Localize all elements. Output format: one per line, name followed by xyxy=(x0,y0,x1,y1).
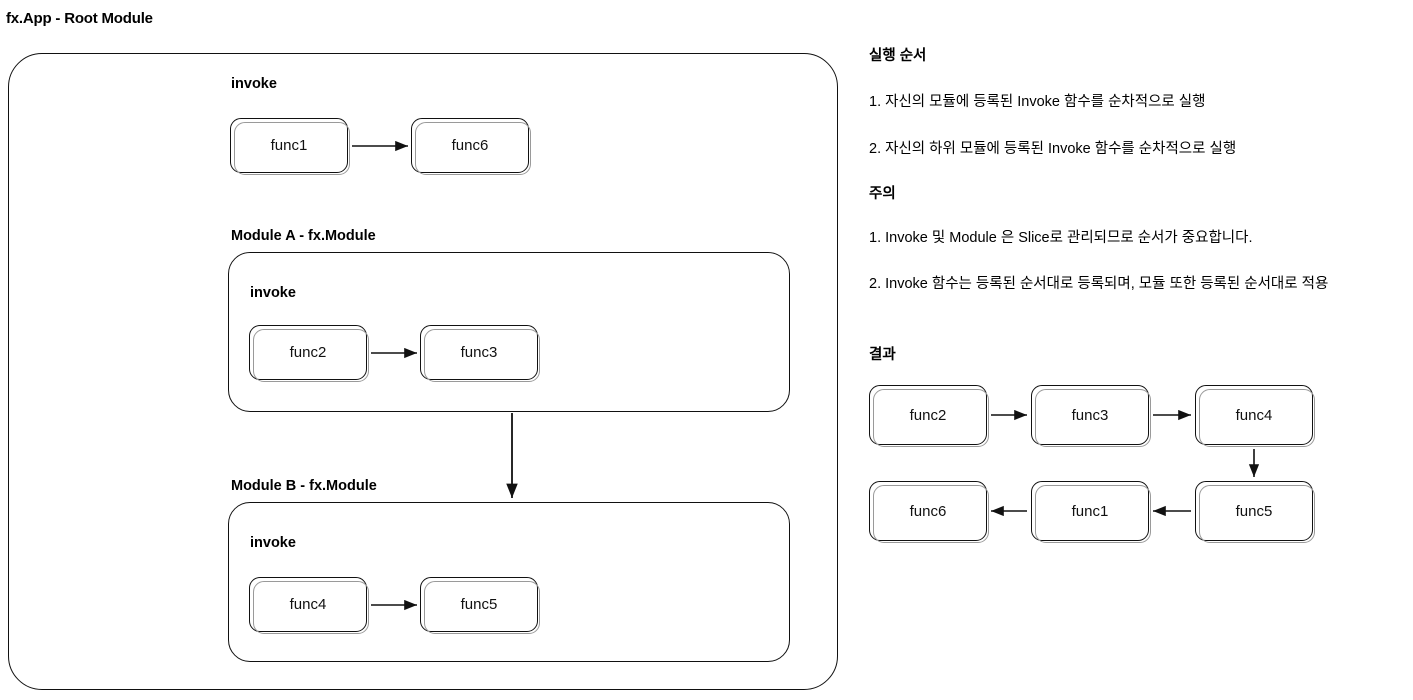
node-label: func4 xyxy=(289,596,327,613)
module-a-invoke-label: invoke xyxy=(250,285,296,301)
node-label: func2 xyxy=(289,344,327,361)
node-label: func4 xyxy=(1235,406,1273,424)
node-func6-root[interactable]: func6 xyxy=(411,118,531,175)
module-a-title: Module A - fx.Module xyxy=(231,228,376,244)
order-heading: 실행 순서 xyxy=(869,48,927,64)
node-label: func5 xyxy=(460,596,498,613)
node-label: func2 xyxy=(909,406,947,424)
node-label: func5 xyxy=(1235,502,1273,520)
result-node-func6[interactable]: func6 xyxy=(869,481,989,543)
result-node-func3[interactable]: func3 xyxy=(1031,385,1151,447)
order-item-2: 2. 자신의 하위 모듈에 등록된 Invoke 함수를 순차적으로 실행 xyxy=(869,141,1237,157)
order-item-1: 1. 자신의 모듈에 등록된 Invoke 함수를 순차적으로 실행 xyxy=(869,94,1206,110)
node-label: func3 xyxy=(1071,406,1109,424)
caution-heading: 주의 xyxy=(869,186,896,202)
node-label: func6 xyxy=(451,137,489,154)
node-label: func6 xyxy=(909,502,947,520)
result-node-func5[interactable]: func5 xyxy=(1195,481,1315,543)
root-invoke-label: invoke xyxy=(231,76,277,92)
result-node-func2[interactable]: func2 xyxy=(869,385,989,447)
caution-item-2: 2. Invoke 함수는 등록된 순서대로 등록되며, 모듈 또한 등록된 순… xyxy=(869,276,1329,292)
node-func2-module-a[interactable]: func2 xyxy=(249,325,369,382)
node-label: func1 xyxy=(270,137,308,154)
node-func4-module-b[interactable]: func4 xyxy=(249,577,369,634)
node-label: func3 xyxy=(460,344,498,361)
module-b-invoke-label: invoke xyxy=(250,535,296,551)
node-func5-module-b[interactable]: func5 xyxy=(420,577,540,634)
caution-item-1: 1. Invoke 및 Module 은 Slice로 관리되므로 순서가 중요… xyxy=(869,230,1253,246)
node-func3-module-a[interactable]: func3 xyxy=(420,325,540,382)
module-b-title: Module B - fx.Module xyxy=(231,478,377,494)
node-func1-root[interactable]: func1 xyxy=(230,118,350,175)
result-heading: 결과 xyxy=(869,347,896,363)
result-node-func4[interactable]: func4 xyxy=(1195,385,1315,447)
node-label: func1 xyxy=(1071,502,1109,520)
result-node-func1[interactable]: func1 xyxy=(1031,481,1151,543)
root-module-title: fx.App - Root Module xyxy=(6,10,153,27)
